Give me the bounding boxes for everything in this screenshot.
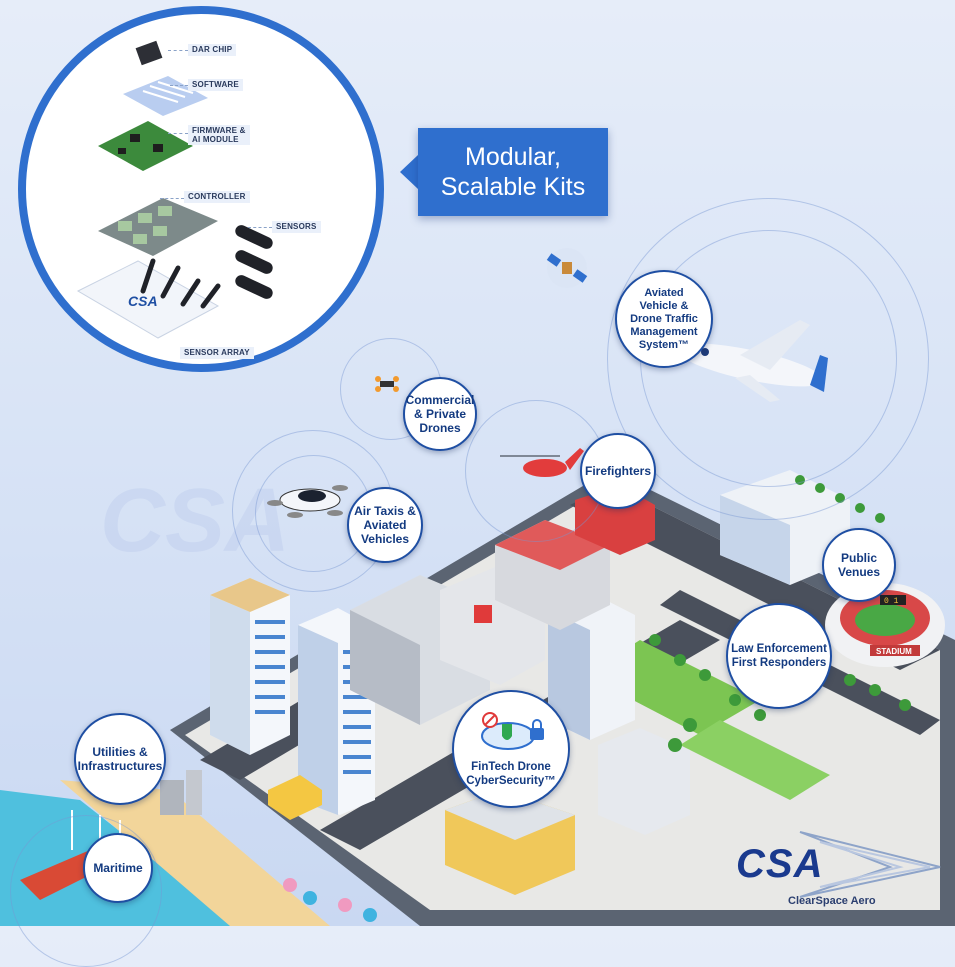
callout-line2: Scalable Kits xyxy=(440,173,586,201)
shop-building xyxy=(598,728,690,835)
dar-chip xyxy=(135,40,163,66)
label-sensor-array: SENSOR ARRAY xyxy=(180,347,254,359)
bubble-firefighters: Firefighters xyxy=(580,433,656,509)
signal-ring xyxy=(607,198,929,520)
callout-arrow xyxy=(400,155,418,189)
sensor-array-device xyxy=(76,260,220,339)
park xyxy=(680,720,830,800)
bubble-maritime: Maritime xyxy=(83,833,153,903)
logo-chevron-icon xyxy=(799,831,941,898)
callout-line1: Modular, xyxy=(465,143,561,171)
label-firmware-line1: FIRMWARE & xyxy=(192,126,246,135)
bubble-public-venues: Public Venues xyxy=(822,528,896,602)
label-firmware: FIRMWARE & AI MODULE xyxy=(188,125,250,145)
bubble-traffic-management: Aviated Vehicle & Drone Traffic Manageme… xyxy=(615,270,713,368)
sensors xyxy=(235,225,273,299)
brand-name: ClearSpace Aero xyxy=(788,895,876,907)
software-sheet xyxy=(123,76,208,116)
label-software: SOFTWARE xyxy=(188,79,243,91)
firmware-board xyxy=(98,121,193,171)
label-controller: CONTROLLER xyxy=(184,191,250,203)
stadium-sign: STADIUM xyxy=(876,647,912,656)
power-plant xyxy=(160,780,184,815)
label-sensors: SENSORS xyxy=(272,221,321,233)
kit-components: CSA xyxy=(76,40,273,339)
label-dar-chip: DAR CHIP xyxy=(188,44,237,56)
bubble-air-taxis: Air Taxis & Aviated Vehicles xyxy=(347,487,423,563)
bubble-law-enforcement: Law Enforcement First Responders xyxy=(726,603,832,709)
bus xyxy=(268,775,322,820)
device-logo: CSA xyxy=(128,293,158,309)
satellite xyxy=(546,248,588,288)
scoreboard: 0 1 xyxy=(884,597,899,606)
modular-kits-callout: Modular, Scalable Kits xyxy=(418,128,608,216)
beach xyxy=(60,780,330,926)
bubble-commercial-drones: Commercial & Private Drones xyxy=(403,377,477,451)
cloud-shield-lock-icon xyxy=(478,712,548,752)
label-firmware-line2: AI MODULE xyxy=(192,135,239,144)
bubble-utilities: Utilities & Infrastructures xyxy=(74,713,166,805)
brand-logo: CSA xyxy=(736,842,824,886)
